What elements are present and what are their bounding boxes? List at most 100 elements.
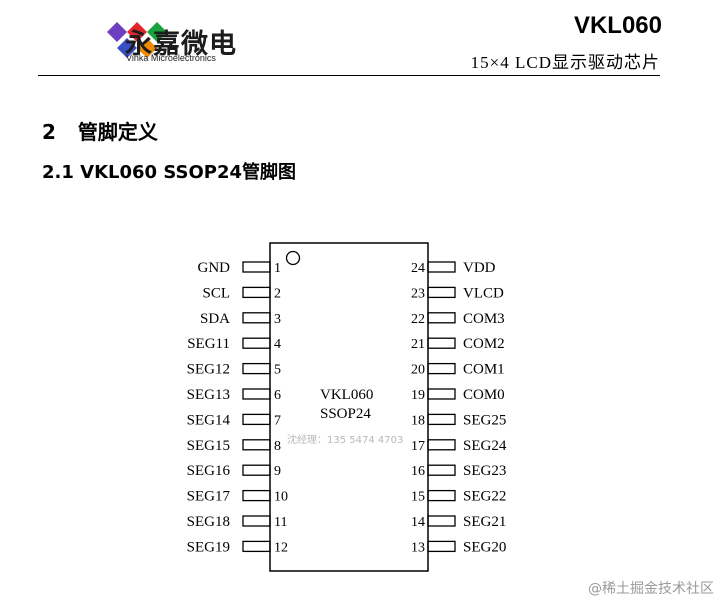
- pin-name: GND: [198, 260, 231, 276]
- pin-number: 15: [411, 490, 425, 505]
- pin-number: 10: [274, 490, 288, 505]
- pin-lead: [427, 388, 456, 400]
- pin-name: SEG24: [463, 438, 507, 454]
- pin-name: SEG18: [187, 514, 230, 530]
- pin-number: 1: [274, 261, 281, 276]
- pin-lead: [242, 515, 271, 527]
- pin-number: 4: [274, 337, 281, 352]
- chip-label-model: VKL060: [320, 387, 373, 403]
- pin-lead: [427, 464, 456, 476]
- pin-number: 24: [411, 261, 425, 276]
- pin-number: 20: [411, 363, 425, 378]
- pin-number: 13: [411, 540, 425, 555]
- pin-16: SEG23 16: [411, 463, 506, 479]
- pin-number: 12: [274, 540, 288, 555]
- pin-lead: [427, 337, 456, 349]
- logo-diamonds-icon: [107, 22, 167, 58]
- contact-watermark: 沈经理：135 5474 4703: [287, 433, 403, 446]
- pin-number: 6: [274, 388, 281, 403]
- pin-lead: [427, 362, 456, 375]
- pin-14: SEG21 14: [411, 514, 506, 530]
- pin-11: SEG18 11: [187, 514, 288, 530]
- pin-number: 11: [274, 515, 287, 530]
- pin-7: SEG14 7: [187, 412, 281, 428]
- pin-23: VLCD 23: [411, 285, 504, 301]
- pin-4: SEG11 4: [187, 336, 281, 352]
- pin-number: 23: [411, 286, 425, 301]
- pin-number: 8: [274, 439, 281, 454]
- pin-3: SDA 3: [200, 311, 281, 327]
- pin-name: SEG16: [187, 463, 231, 479]
- brand-name-en: Vinka Microelectronics: [126, 53, 216, 63]
- pin-name: SEG11: [187, 336, 230, 352]
- pin-name: COM0: [463, 387, 505, 403]
- pin-name: SEG23: [463, 463, 506, 479]
- pin-lead: [242, 413, 271, 426]
- pin-lead: [242, 388, 271, 400]
- chip-body: [269, 242, 429, 572]
- pin-number: 14: [411, 515, 425, 530]
- pin-name: SEG17: [187, 489, 231, 505]
- pin-20: COM1 20: [411, 362, 505, 378]
- pin-lead: [427, 439, 456, 451]
- pin-number: 16: [411, 464, 425, 479]
- pin-lead: [242, 286, 271, 299]
- pin-5: SEG12 5: [187, 362, 281, 378]
- pin-name: COM2: [463, 336, 505, 352]
- pin-name: SDA: [200, 311, 230, 327]
- pin-name: COM3: [463, 311, 505, 327]
- pin-lead: [242, 261, 271, 273]
- pin-name: COM1: [463, 362, 505, 378]
- pin-10: SEG17 10: [187, 489, 288, 505]
- pin-lead: [242, 337, 271, 349]
- pin-24: VDD 24: [411, 260, 496, 276]
- pin-name: SEG12: [187, 362, 230, 378]
- pin-number: 2: [274, 286, 281, 301]
- pin-21: COM2 21: [411, 336, 505, 352]
- header-divider: [38, 75, 660, 76]
- document-subtitle: 15×4 LCD显示驱动芯片: [470, 53, 660, 72]
- section-title: 管脚定义: [77, 120, 158, 144]
- pin-lead: [427, 312, 456, 324]
- pin-lead: [427, 540, 456, 553]
- pin-number: 7: [274, 413, 281, 428]
- brand-name-cn: 永嘉微电: [125, 29, 237, 60]
- pin-1: GND 1: [198, 260, 282, 276]
- pin-name: SEG14: [187, 412, 231, 428]
- pin-number: 5: [274, 363, 281, 378]
- pin-number: 21: [411, 337, 425, 352]
- pin-number: 3: [274, 312, 281, 327]
- chip-label-package: SSOP24: [320, 406, 371, 422]
- pin-lead: [242, 489, 271, 502]
- footer-watermark: @稀土掘金技术社区: [588, 581, 714, 597]
- pin-17: SEG24 17: [411, 438, 507, 454]
- pin-name: VDD: [463, 260, 496, 276]
- pin-8: SEG15 8: [187, 438, 281, 454]
- pin-lead: [427, 489, 456, 502]
- pin-name: SEG21: [463, 514, 506, 530]
- document-model: VKL060: [573, 12, 662, 39]
- pin-lead: [242, 439, 271, 451]
- pin-name: SCL: [202, 285, 230, 301]
- pin-2: SCL 2: [202, 285, 281, 301]
- pin-name: SEG25: [463, 412, 506, 428]
- pin-number: 22: [411, 312, 425, 327]
- pin-18: SEG25 18: [411, 412, 506, 428]
- pin1-marker: [285, 250, 301, 266]
- pin-lead: [427, 261, 456, 273]
- pin-name: VLCD: [463, 285, 504, 301]
- pin-22: COM3 22: [411, 311, 505, 327]
- pin-number: 18: [411, 413, 425, 428]
- pin-name: SEG15: [187, 438, 230, 454]
- subsection-heading: 2.1 VKL060 SSOP24管脚图: [42, 162, 297, 183]
- pin-number: 17: [411, 439, 425, 454]
